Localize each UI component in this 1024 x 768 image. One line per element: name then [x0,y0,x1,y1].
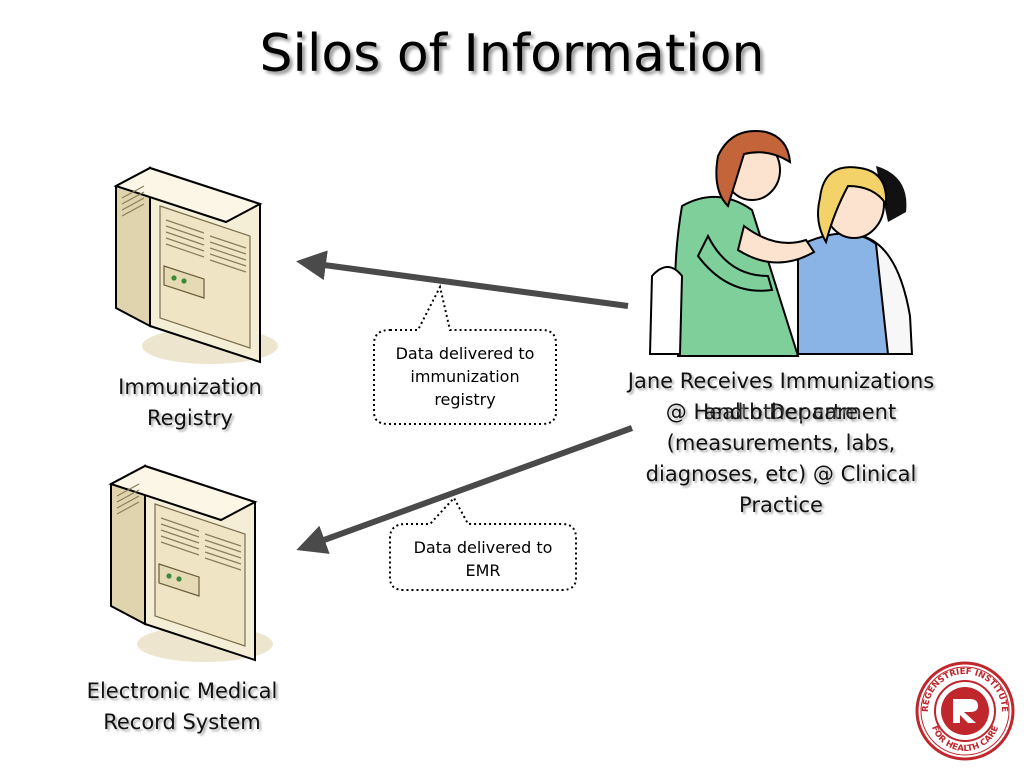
callout-emr-text: Data delivered to EMR [390,536,576,582]
patient-label-line1: Jane Receives Immunizations [627,369,935,393]
callout-registry-line2: immunization [410,367,520,386]
callout-emr-line2: EMR [465,561,501,580]
arrow-to-registry [296,250,629,309]
emr-label-line1: Electronic Medical [86,679,278,703]
callout-emr-bubble [389,496,577,591]
registry-label-line1: Immunization [118,375,262,399]
callout-registry-text: Data delivered to immunization registry [374,342,556,411]
arrow-to-emr [296,425,634,554]
patient-label: Jane Receives Immunizations @ Health Dep… [600,366,962,521]
callout-registry-bubble [373,284,557,425]
patient-label-line5: Practice [739,493,823,517]
callout-registry-line1: Data delivered to [395,344,535,363]
callout-registry-line3: registry [434,390,496,409]
registry-label-line2: Registry [147,406,233,430]
regenstrief-logo-icon: REGENSTRIEF INSTITUTE FOR HEALTH CARE [915,661,1015,761]
patient-label-line3: (measurements, labs, [666,431,896,455]
emr-label: Electronic Medical Record System [62,676,302,738]
slide-title: Silos of Information [259,24,765,84]
emr-server-icon [108,464,273,662]
registry-server-icon [113,166,278,364]
registry-label: Immunization Registry [90,372,290,434]
patient-label-line2b: and other care [703,400,859,424]
patient-label-line2: @ Health Department and other care [600,397,962,428]
patient-label-line4: diagnoses, etc) @ Clinical [645,462,917,486]
emr-label-line2: Record System [103,710,261,734]
nurse-patient-icon [648,130,914,357]
callout-emr-line1: Data delivered to [413,538,553,557]
patient-label-line2a: @ Health Department [665,400,897,424]
